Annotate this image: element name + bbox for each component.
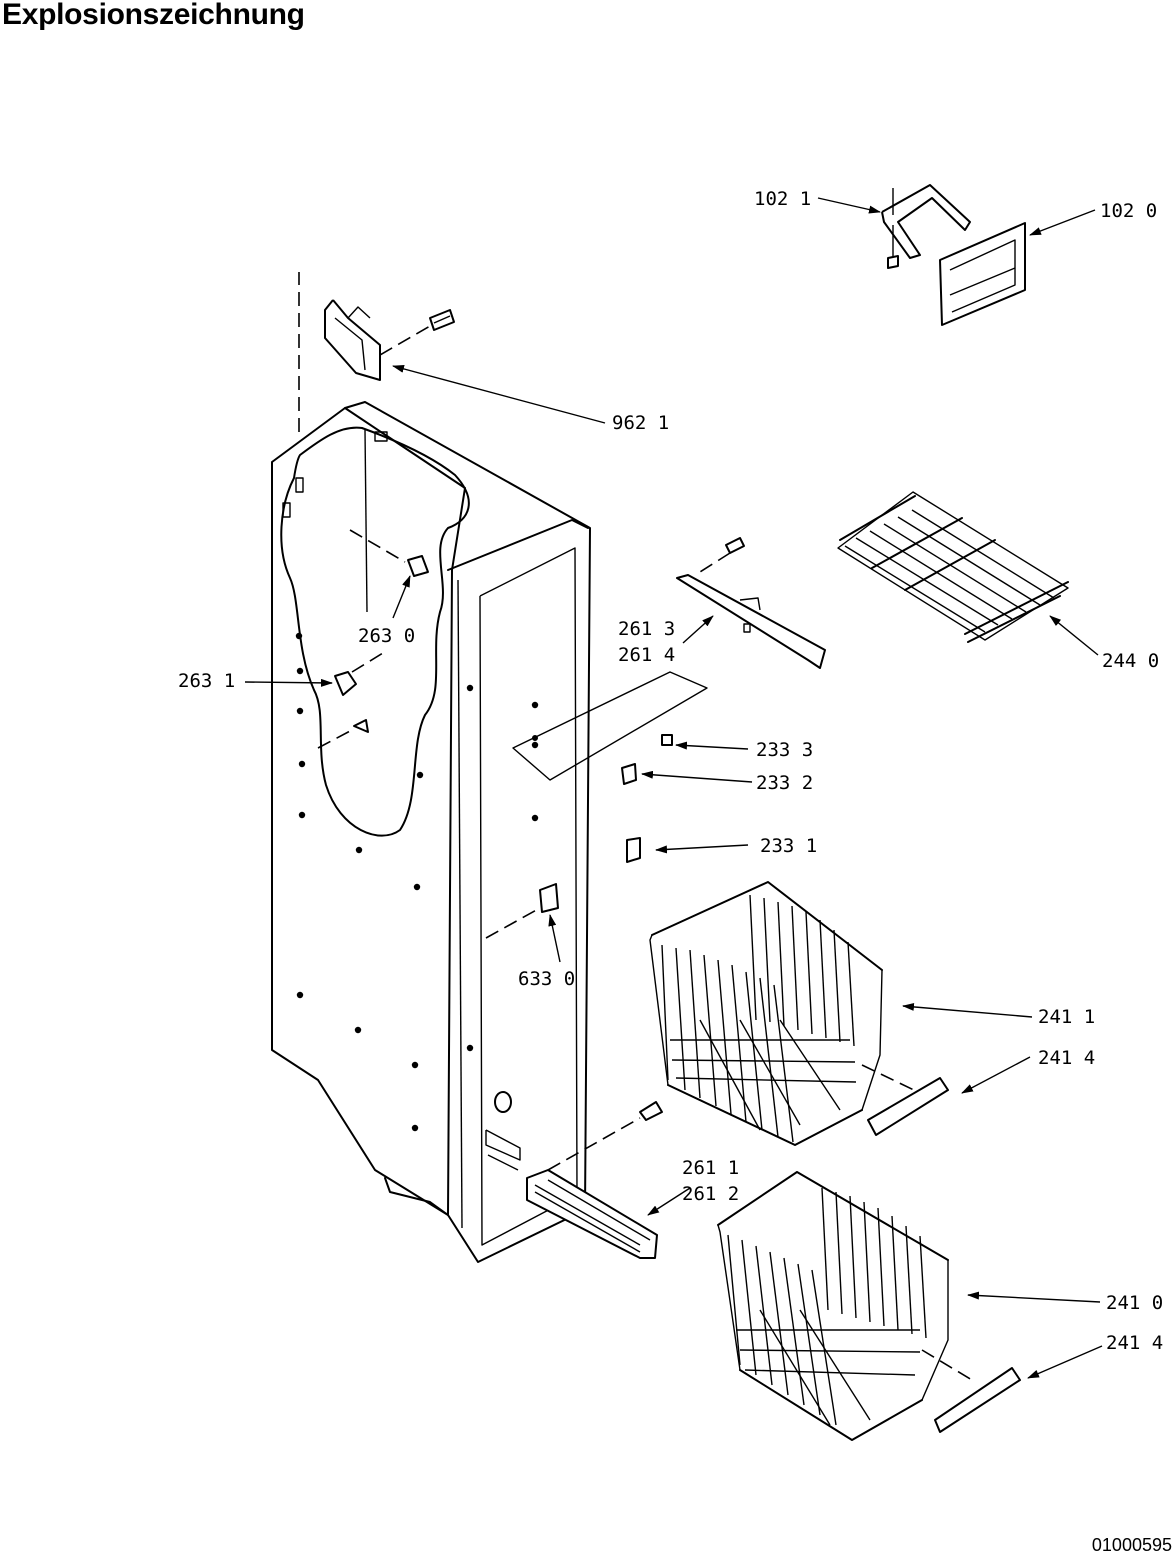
callout-261-3: 261 3 [618,618,675,640]
callout-962-1: 962 1 [612,412,669,434]
callout-233-1: 233 1 [760,835,817,857]
callout-263-0: 263 0 [358,625,415,647]
page-title: Explosionszeichnung [2,0,305,31]
callout-261-4: 261 4 [618,644,675,666]
callout-leaders [244,197,1103,1379]
callout-102-0: 102 0 [1100,200,1157,222]
wire-basket-upper-part [649,881,949,1146]
callout-244-0: 244 0 [1102,650,1159,672]
callout-263-1: 263 1 [178,670,235,692]
door-bracket-part [881,184,971,269]
callout-241-4-upper: 241 4 [1038,1047,1095,1069]
callout-241-4-lower: 241 4 [1106,1332,1163,1354]
shelf-support-rail-part [676,537,826,669]
callout-233-3: 233 3 [756,739,813,761]
callout-261-1: 261 1 [682,1157,739,1179]
wire-basket-lower-part [717,1171,1021,1441]
callout-102-1: 102 1 [754,188,811,210]
freezer-cabinet-liner [271,272,591,1263]
door-cover-part [939,222,1026,326]
kick-plate-part [526,1101,663,1259]
wire-shelf-part [837,491,1069,643]
callout-633-0: 633 0 [518,968,575,990]
clip-parts [317,529,708,939]
callout-261-2: 261 2 [682,1183,739,1205]
callout-233-2: 233 2 [756,772,813,794]
document-number: 01000595 [1091,1535,1172,1555]
callout-241-0: 241 0 [1106,1292,1163,1314]
hinge-bracket-part [324,299,455,381]
callout-241-1: 241 1 [1038,1006,1095,1028]
